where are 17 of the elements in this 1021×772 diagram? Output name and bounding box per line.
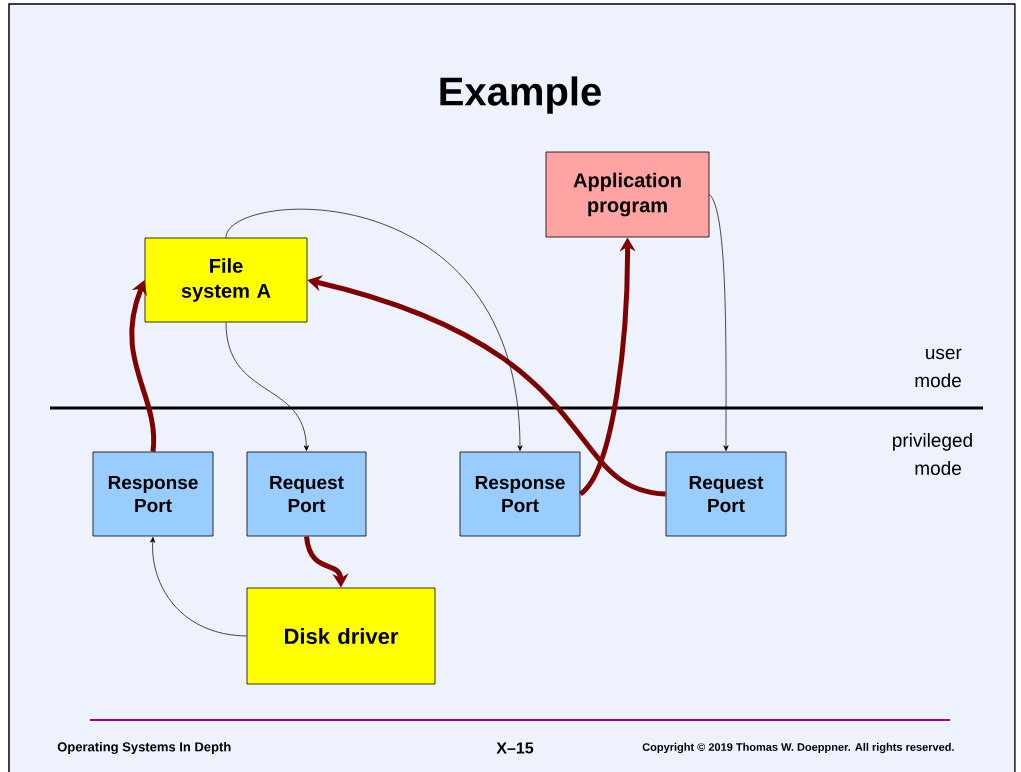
- arrow: [225, 322, 309, 452]
- file-system-box: File system A: [144, 237, 308, 323]
- copyright-text: Copyright © 2019 Thomas W. Doeppner. All rights reserved.: [642, 742, 954, 754]
- title: Example: [440, 76, 601, 114]
- driver-box: Disk driver: [246, 587, 436, 685]
- port-box: Response Port: [92, 451, 214, 537]
- port-box: Response Port: [459, 451, 581, 537]
- arrow: [150, 536, 247, 637]
- arrow: [709, 194, 729, 452]
- page-number: X–15: [496, 742, 534, 754]
- port-box: Request Port: [246, 451, 367, 537]
- mode-label: user mode: [915, 348, 962, 388]
- arrow: [225, 208, 523, 452]
- mode-label: privileged mode: [893, 433, 972, 475]
- program-box: Application program: [545, 151, 710, 238]
- port-box: Request Port: [665, 451, 787, 537]
- footer-text: Operating Systems In Depth: [57, 741, 231, 755]
